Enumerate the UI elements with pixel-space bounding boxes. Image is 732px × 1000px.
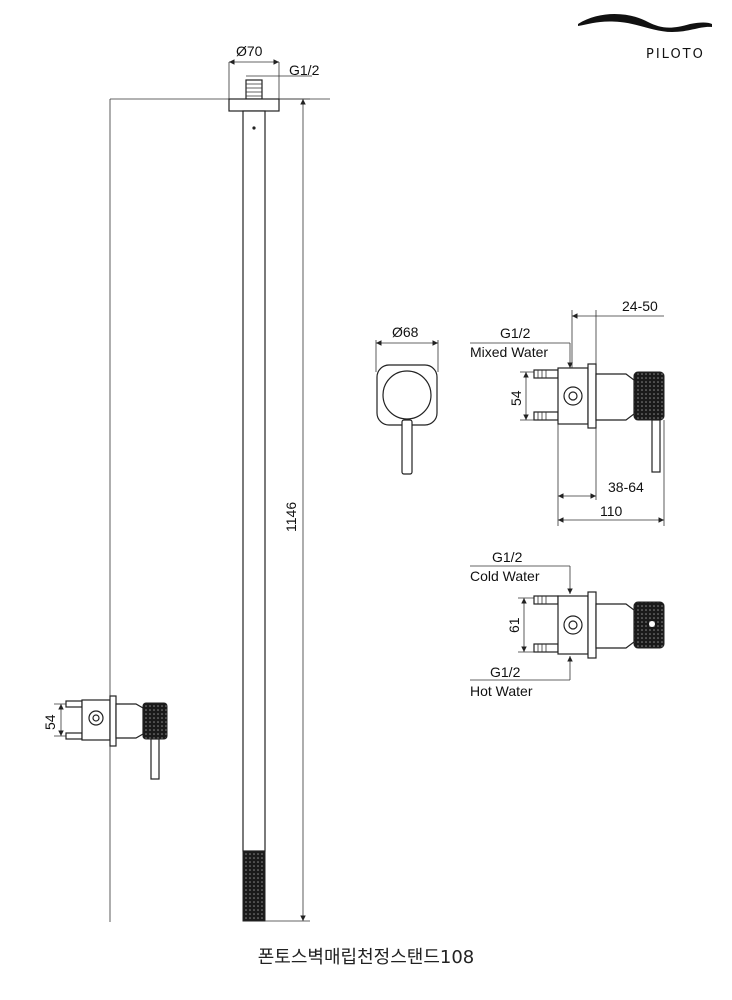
- column-knurled-grip: [242, 850, 266, 922]
- column-flange: [228, 98, 280, 112]
- plate-diameter: Ø68: [392, 324, 419, 340]
- inlet-bottom-thread: G1/2: [490, 664, 521, 680]
- mixer-total-length: 110: [600, 503, 623, 519]
- side-valve-spacing: 54: [42, 714, 58, 730]
- column-flange-diameter: Ø70: [236, 43, 263, 59]
- column-height: 1146: [283, 502, 299, 532]
- mixer-outlet-label: Mixed Water: [470, 344, 548, 360]
- inlet-top-thread: G1/2: [492, 549, 523, 565]
- column-tube: [242, 110, 266, 852]
- mixer-dimension-view: 24-50 G1/2 Mixed Water 54 38-64 110: [470, 298, 665, 526]
- inlet-dimension-view: G1/2 Cold Water 61 G1/2 Hot Water: [470, 549, 665, 699]
- shower-column: Ø70 G1/2 1146: [228, 43, 320, 922]
- mixer-spacing: 54: [508, 390, 524, 406]
- brand-logo-mark: [578, 14, 712, 32]
- brand-name: PILOTO: [646, 47, 705, 62]
- inlet-spacing: 61: [506, 617, 522, 633]
- inlet-top-label: Cold Water: [470, 568, 540, 584]
- mixer-thread: G1/2: [500, 325, 531, 341]
- brand-logo: PILOTO: [578, 14, 712, 62]
- mixer-depth-range: 24-50: [622, 298, 658, 314]
- mixer-wall-range: 38-64: [608, 479, 644, 495]
- wall-mixer-side: 54: [42, 695, 168, 780]
- product-caption: 폰토스벽매립천정스탠드108: [258, 947, 475, 968]
- inlet-bottom-label: Hot Water: [470, 683, 533, 699]
- plate-front-view: Ø68: [375, 324, 439, 475]
- column-thread: G1/2: [289, 62, 320, 78]
